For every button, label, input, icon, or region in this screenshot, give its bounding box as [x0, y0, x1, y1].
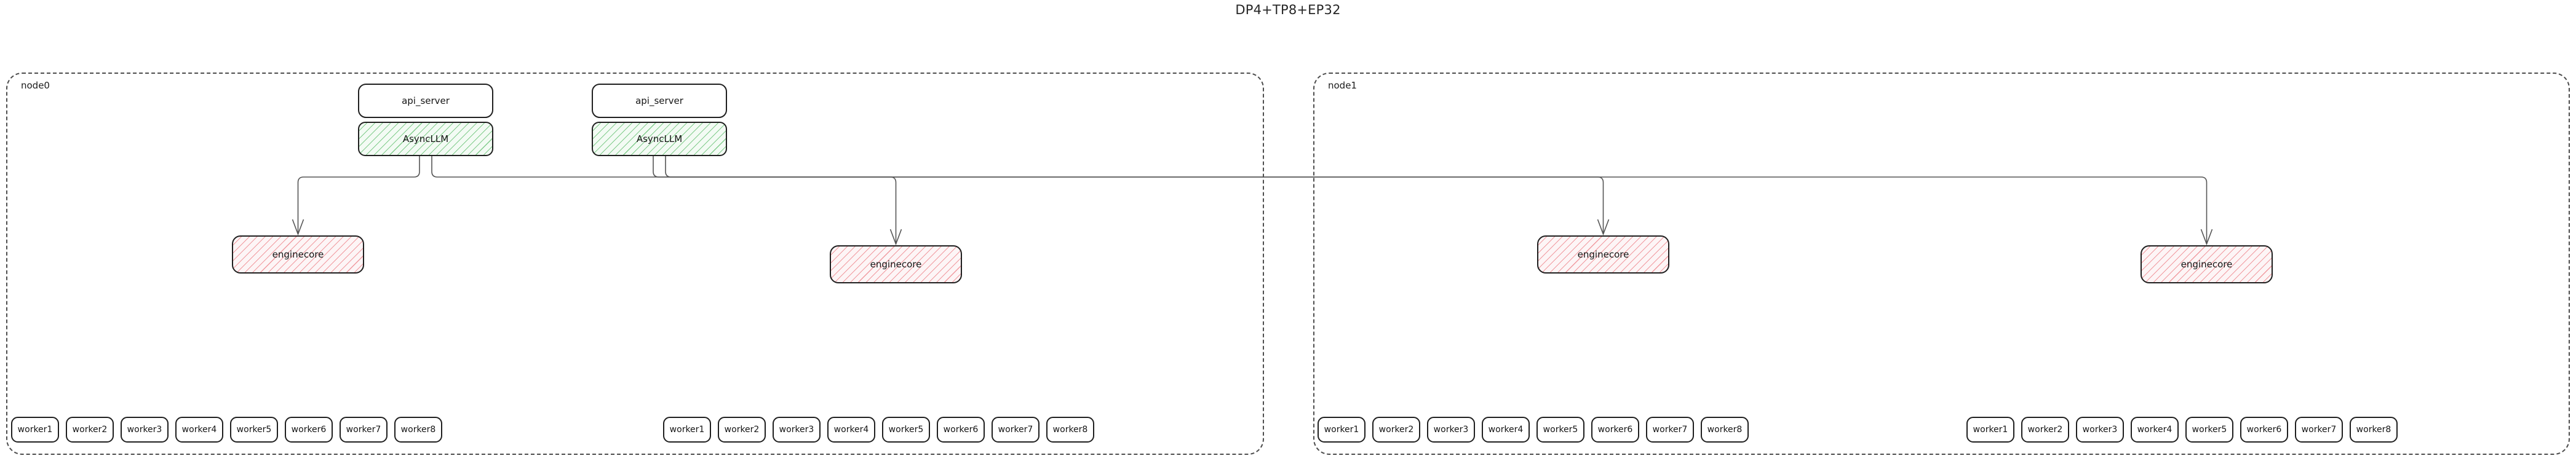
worker-box-3-3[interactable]: worker4 [2131, 417, 2179, 443]
enginecore-box-3[interactable]: enginecore [2141, 245, 2273, 283]
worker-box-2-4[interactable]: worker5 [1536, 417, 1584, 443]
worker-box-0-5[interactable]: worker6 [285, 417, 333, 443]
worker-box-1-4[interactable]: worker5 [882, 417, 930, 443]
worker-box-1-3[interactable]: worker4 [827, 417, 875, 443]
worker-box-1-5[interactable]: worker6 [937, 417, 985, 443]
worker-box-0-0[interactable]: worker1 [11, 417, 59, 443]
enginecore-box-1[interactable]: enginecore [830, 245, 962, 283]
enginecore-box-0[interactable]: enginecore [232, 235, 364, 274]
worker-box-0-4[interactable]: worker5 [230, 417, 278, 443]
worker-box-3-6[interactable]: worker7 [2295, 417, 2343, 443]
worker-box-0-3[interactable]: worker4 [175, 417, 223, 443]
worker-box-0-6[interactable]: worker7 [340, 417, 388, 443]
worker-box-2-0[interactable]: worker1 [1318, 417, 1366, 443]
api-server-box-1[interactable]: api_server [592, 84, 727, 118]
worker-box-3-2[interactable]: worker3 [2076, 417, 2124, 443]
worker-box-2-5[interactable]: worker6 [1591, 417, 1639, 443]
worker-box-2-2[interactable]: worker3 [1427, 417, 1475, 443]
worker-box-2-3[interactable]: worker4 [1482, 417, 1530, 443]
worker-box-2-1[interactable]: worker2 [1372, 417, 1420, 443]
worker-box-3-5[interactable]: worker6 [2240, 417, 2288, 443]
api-server-box-0[interactable]: api_server [358, 84, 493, 118]
worker-box-3-0[interactable]: worker1 [1966, 417, 2014, 443]
worker-box-0-1[interactable]: worker2 [66, 417, 114, 443]
asyncllm-box-1[interactable]: AsyncLLM [592, 122, 727, 156]
worker-box-1-6[interactable]: worker7 [992, 417, 1040, 443]
worker-box-1-7[interactable]: worker8 [1046, 417, 1094, 443]
node-cluster-node0: node0 [6, 73, 1264, 455]
worker-box-2-6[interactable]: worker7 [1646, 417, 1694, 443]
node-cluster-label: node1 [1328, 80, 1357, 91]
worker-box-0-7[interactable]: worker8 [394, 417, 442, 443]
worker-box-1-0[interactable]: worker1 [663, 417, 711, 443]
worker-box-3-7[interactable]: worker8 [2350, 417, 2398, 443]
worker-box-3-1[interactable]: worker2 [2021, 417, 2069, 443]
worker-box-0-2[interactable]: worker3 [121, 417, 169, 443]
asyncllm-box-0[interactable]: AsyncLLM [358, 122, 493, 156]
page-title: DP4+TP8+EP32 [1235, 2, 1341, 17]
node-cluster-node1: node1 [1313, 73, 2570, 455]
worker-box-1-1[interactable]: worker2 [718, 417, 766, 443]
enginecore-box-2[interactable]: enginecore [1537, 235, 1669, 274]
worker-box-3-4[interactable]: worker5 [2185, 417, 2233, 443]
worker-box-2-7[interactable]: worker8 [1701, 417, 1749, 443]
worker-box-1-2[interactable]: worker3 [773, 417, 821, 443]
node-cluster-label: node0 [21, 80, 50, 91]
